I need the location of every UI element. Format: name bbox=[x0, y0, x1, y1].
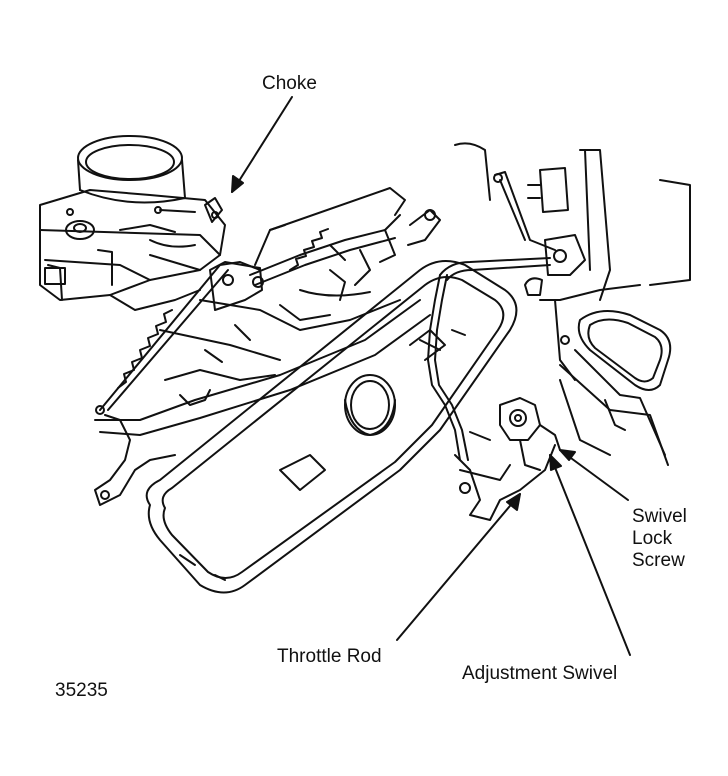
throttle-bracket bbox=[454, 397, 561, 521]
linkage-assembly bbox=[99, 187, 441, 411]
adjust-arrowhead bbox=[549, 454, 562, 471]
carburetor bbox=[39, 135, 226, 311]
swivel-arrowhead bbox=[559, 449, 576, 461]
leader-arrows bbox=[231, 96, 631, 656]
choke-leader bbox=[231, 96, 293, 193]
swivel-lock-screw-label: Swivel Lock Screw bbox=[632, 506, 687, 572]
swivel-lock-screw-line-2: Lock bbox=[632, 528, 673, 549]
throttle-rod-label: Throttle Rod bbox=[277, 646, 382, 667]
throttle-rod bbox=[427, 257, 551, 461]
swivel-lock-screw-line-1: Swivel bbox=[632, 506, 687, 527]
firewall-bracket bbox=[454, 142, 691, 466]
valve-cover bbox=[145, 260, 518, 594]
adjustment-swivel-label: Adjustment Swivel bbox=[462, 663, 618, 684]
adjust-leader bbox=[549, 454, 631, 656]
choke-label: Choke bbox=[262, 73, 317, 94]
choke-arrowhead bbox=[231, 175, 244, 193]
throttle-arrowhead bbox=[506, 493, 521, 511]
figure-number: 35235 bbox=[55, 680, 108, 701]
intake-manifold bbox=[94, 299, 431, 506]
throttle-leader bbox=[396, 493, 521, 641]
swivel-lock-screw-line-3: Screw bbox=[632, 550, 685, 571]
